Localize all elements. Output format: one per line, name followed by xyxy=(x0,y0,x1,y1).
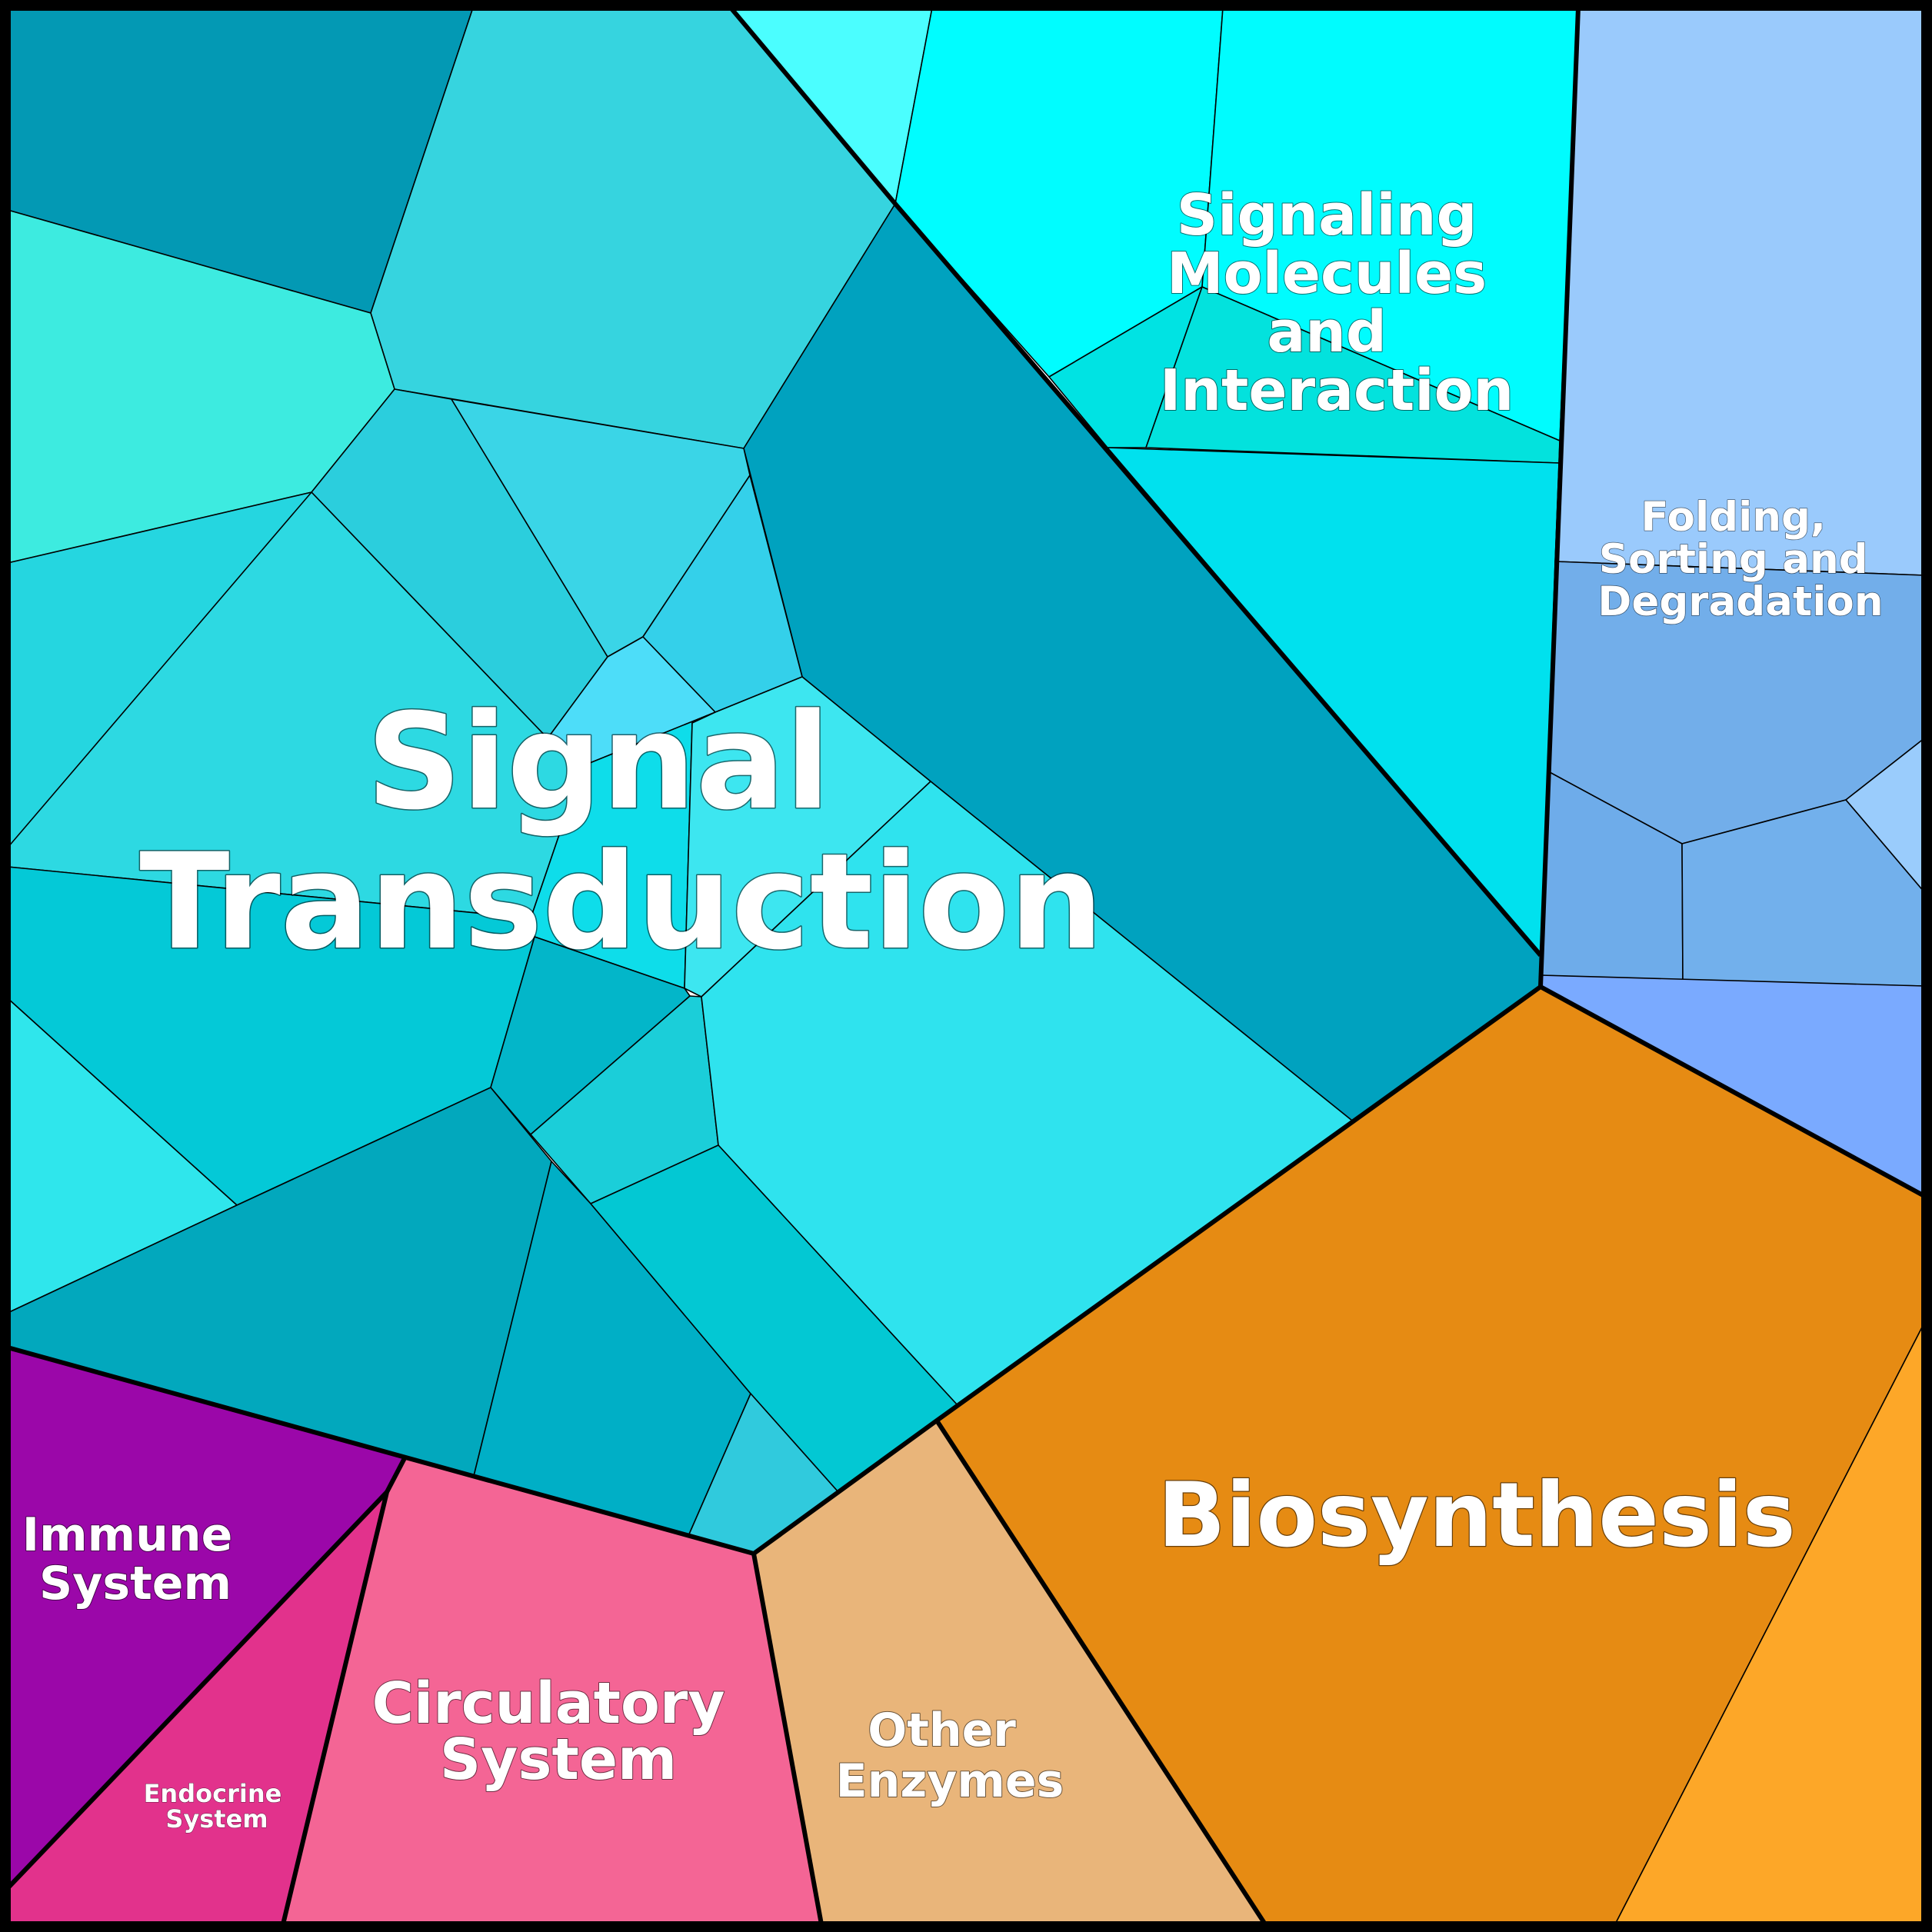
label-folding: Folding, Sorting and Degradation xyxy=(1597,494,1883,625)
label-circulatory-system: Circulatory System xyxy=(372,1671,745,1793)
fsd-cell[interactable] xyxy=(1554,7,1925,576)
group-signaling-molecules xyxy=(730,7,1579,956)
label-biosynthesis: Biosynthesis xyxy=(1158,1464,1796,1567)
label-signal-transduction: Signal Transduction xyxy=(139,685,1103,979)
group-folding xyxy=(1540,7,1925,1197)
group-signal-transduction xyxy=(7,7,1541,1554)
label-immune-system: Immune System xyxy=(22,1508,248,1611)
label-endocrine-system: Endocrine System xyxy=(144,1779,291,1834)
label-signaling-molecules: Signaling Molecules and Interaction xyxy=(1160,182,1514,424)
group-borders xyxy=(5,6,1926,1926)
label-other-enzymes: Other Enzymes xyxy=(836,1704,1064,1808)
